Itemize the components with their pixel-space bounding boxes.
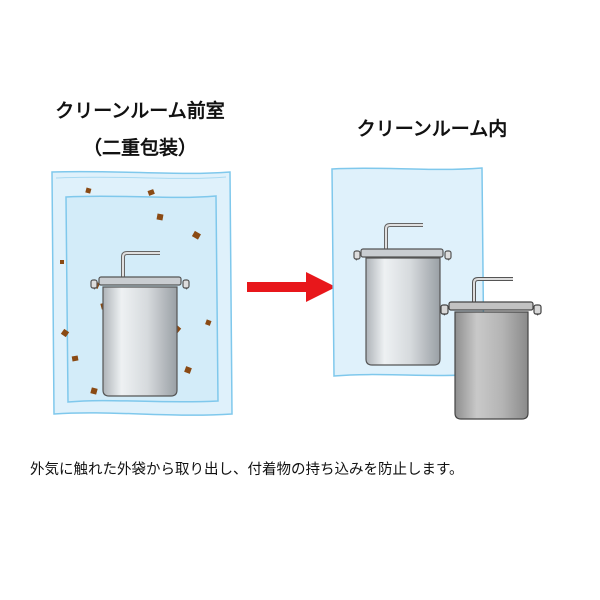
caption: 外気に触れた外袋から取り出し、付着物の持ち込みを防止します。 — [30, 462, 464, 478]
antechamber-subtitle: （二重包装） — [82, 137, 197, 159]
cleanroom-title: クリーンルーム内 — [356, 118, 508, 140]
transfer-arrow — [247, 272, 336, 302]
canister-in-bag — [353, 223, 452, 366]
antechamber-title: クリーンルーム前室 — [55, 100, 225, 122]
canister-bagged — [90, 251, 190, 397]
canister-unpacked — [440, 277, 542, 420]
